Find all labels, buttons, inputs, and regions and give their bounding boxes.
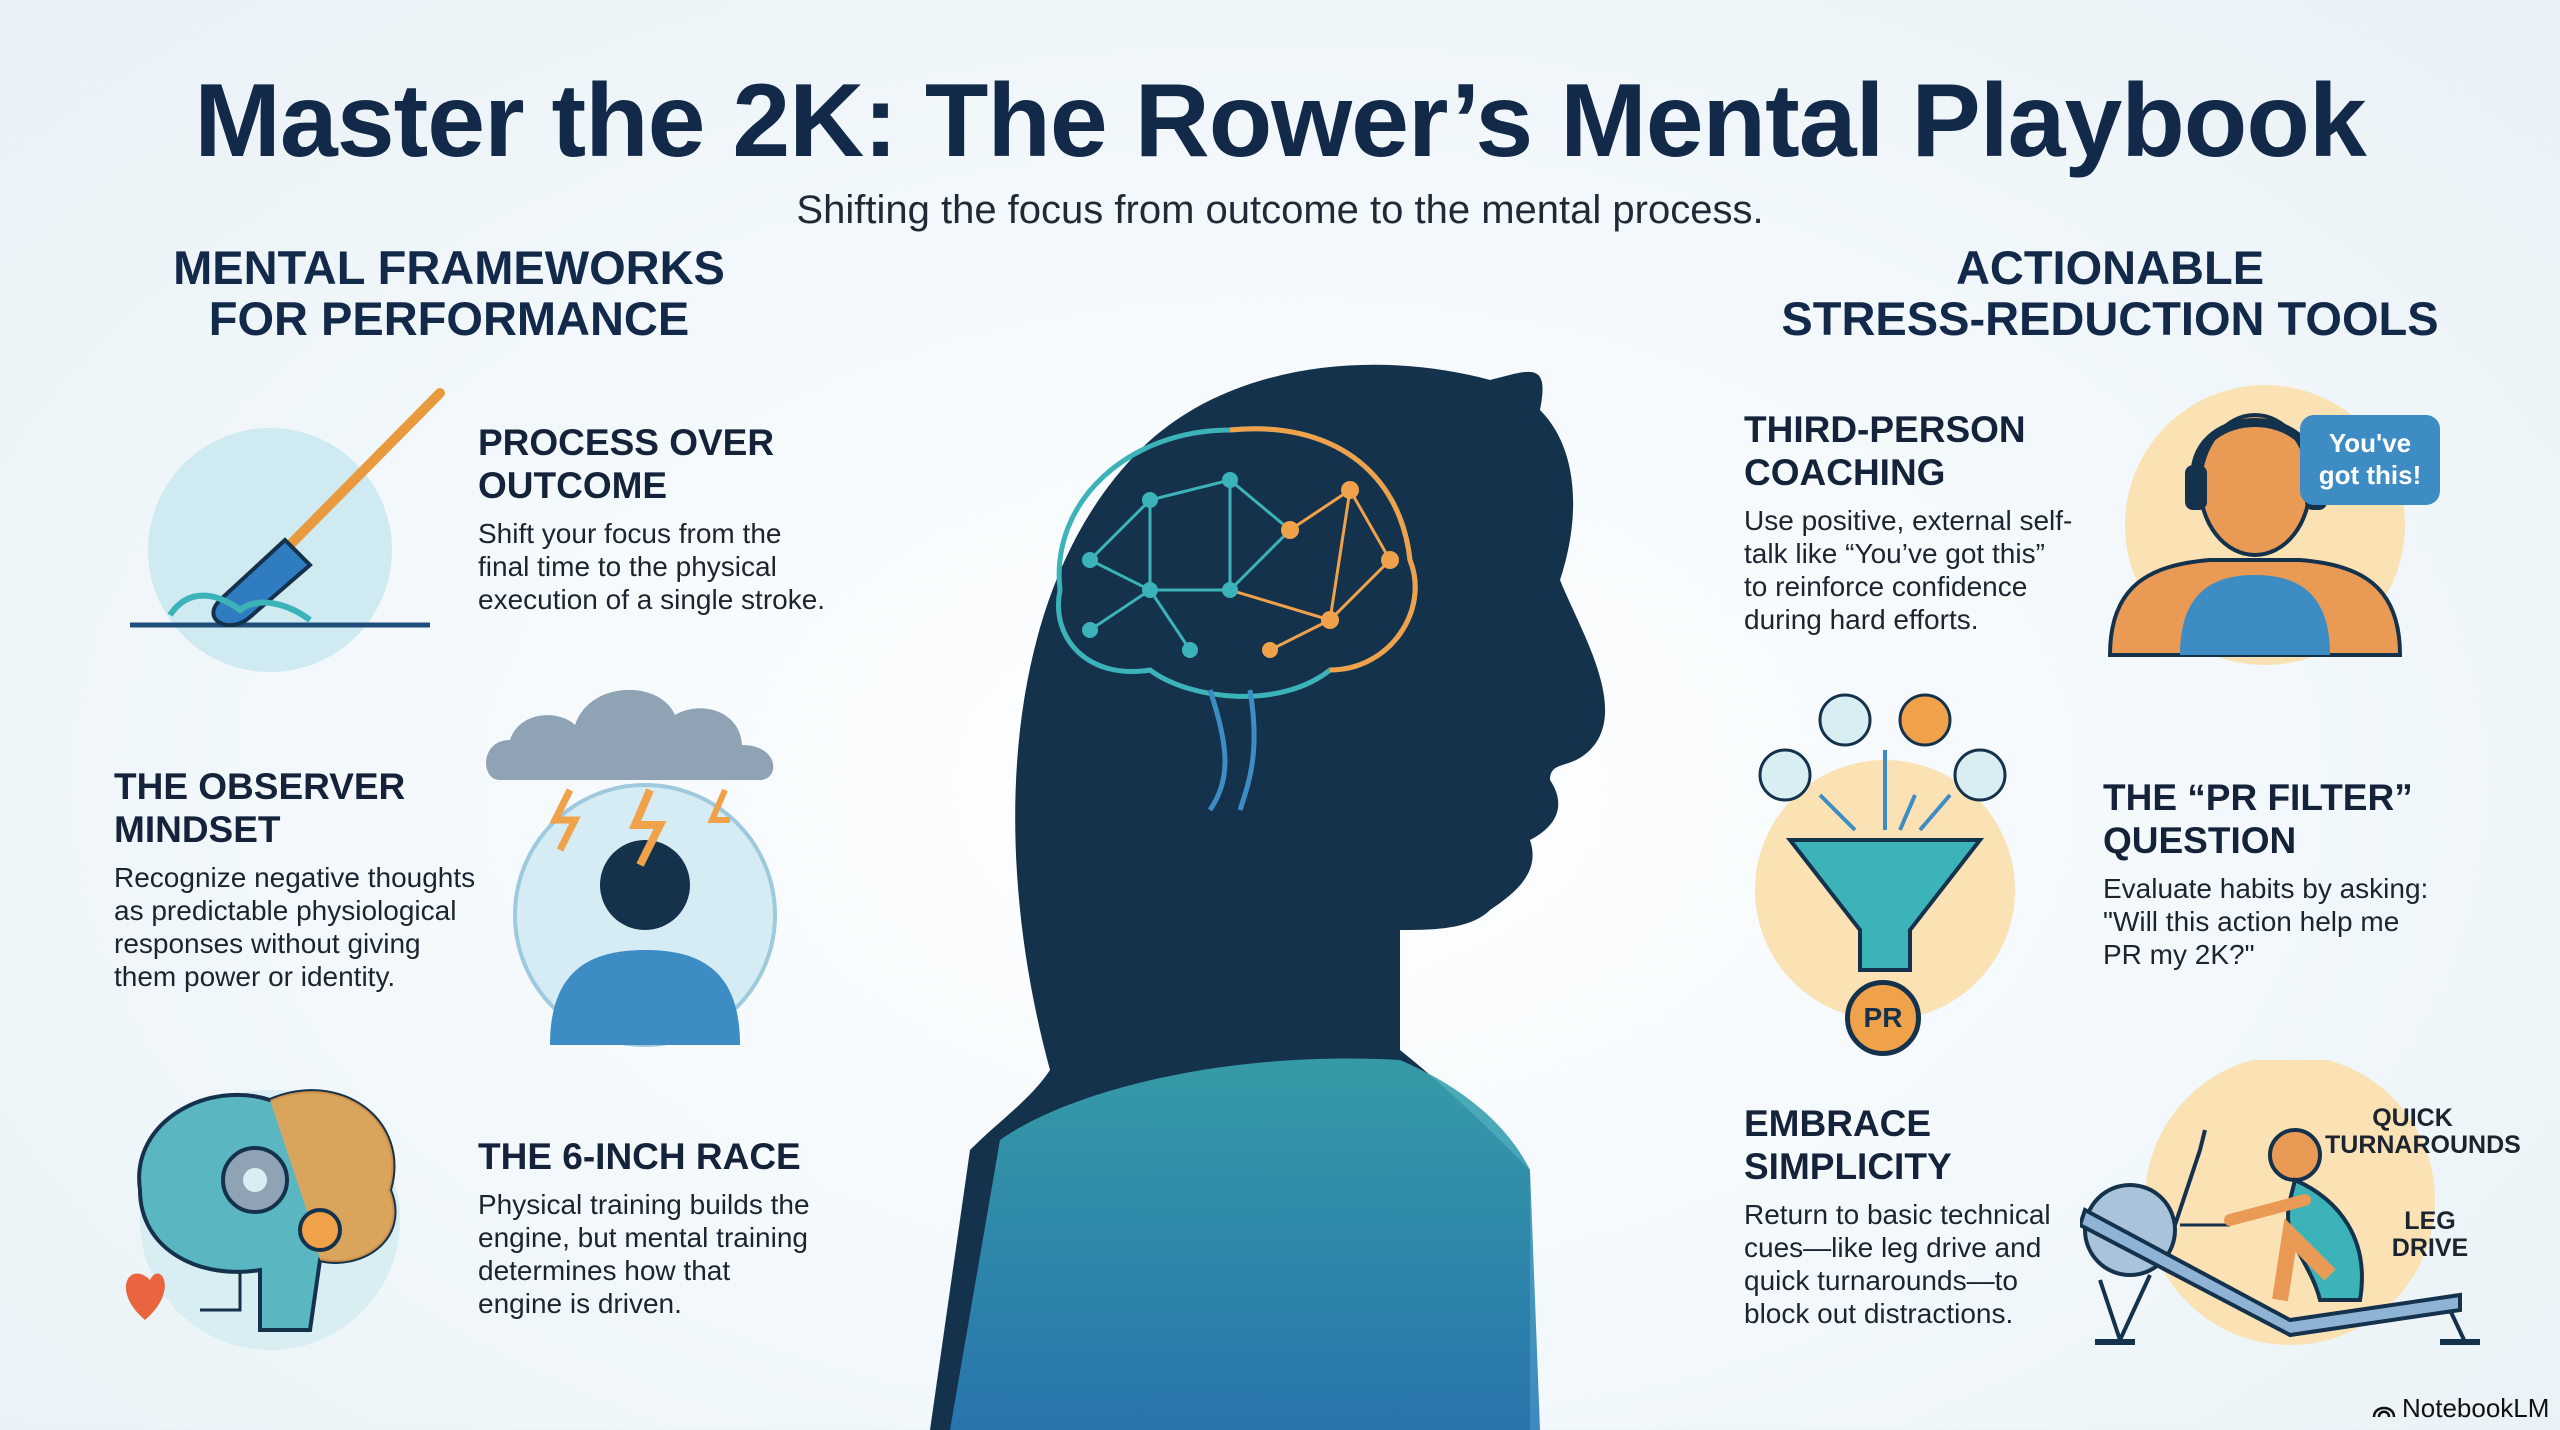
- body-line: talk like “You’ve got this”: [1744, 538, 2045, 569]
- title-line: PROCESS OVER: [478, 422, 775, 463]
- title-line: THE OBSERVER: [114, 766, 406, 807]
- label-line: QUICK: [2372, 1104, 2453, 1132]
- left-heading-line2: FOR PERFORMANCE: [208, 292, 690, 345]
- label-line: LEG: [2404, 1207, 2456, 1235]
- storm-cloud-bubble-icon: [486, 689, 777, 1047]
- body-line: Return to basic technical: [1744, 1199, 2051, 1230]
- title-line: OUTCOME: [478, 465, 668, 506]
- label-line: DRIVE: [2391, 1234, 2469, 1262]
- label-quick-turnarounds: QUICK TURNAROUNDS: [2325, 1104, 2521, 1159]
- body-line: determines how that: [478, 1255, 731, 1286]
- bubble-line: got this!: [2318, 460, 2422, 490]
- body-line: quick turnarounds—to: [1744, 1265, 2018, 1296]
- notebooklm-brand: NotebookLM: [2372, 1393, 2549, 1424]
- section-body: Use positive, external self-talk like “Y…: [1744, 504, 2144, 636]
- body-line: Shift your focus from the: [478, 518, 782, 549]
- body-line: cues—like leg drive and: [1744, 1232, 2042, 1263]
- athlete-headphones-icon: You've got this!: [2100, 385, 2440, 665]
- title-line: THE “PR FILTER”: [2103, 777, 2413, 818]
- oar-splash-icon: [130, 388, 445, 672]
- body-line: Recognize negative thoughts: [114, 862, 476, 893]
- title-line: SIMPLICITY: [1744, 1146, 1952, 1187]
- body-line: Physical training builds the: [478, 1189, 810, 1220]
- shoulders: [950, 1058, 1540, 1430]
- section-title: THE “PR FILTER”QUESTION: [2103, 776, 2503, 862]
- brand-label: NotebookLM: [2402, 1393, 2550, 1423]
- body-line: engine is driven.: [478, 1288, 682, 1319]
- body-line: as predictable physiological: [114, 895, 457, 926]
- head-silhouette-illustration: [930, 364, 1606, 1430]
- body-line: them power or identity.: [114, 961, 396, 992]
- label-line: TURNAROUNDS: [2325, 1131, 2521, 1159]
- brain-network-icon: [1056, 426, 1418, 812]
- right-column-heading: ACTIONABLE STRESS-REDUCTION TOOLS: [1760, 242, 2460, 344]
- body-line: block out distractions.: [1744, 1298, 2014, 1329]
- left-heading-line1: MENTAL FRAMEWORKS: [173, 241, 725, 294]
- label-leg-drive: LEG DRIVE: [2385, 1208, 2475, 1262]
- page-title: Master the 2K: The Rower’s Mental Playbo…: [194, 63, 2366, 179]
- right-heading-line2: STRESS-REDUCTION TOOLS: [1781, 292, 2439, 345]
- body-line: responses without giving: [114, 928, 421, 959]
- right-heading-line1: ACTIONABLE: [1955, 241, 2265, 294]
- title-line: MINDSET: [114, 809, 281, 850]
- rowing-machine-icon: QUICK TURNAROUNDS LEG DRIVE: [2080, 1060, 2521, 1360]
- rower-illustration: [2080, 1060, 2480, 1345]
- body-line: Use positive, external self-: [1744, 505, 2073, 536]
- title-line: THIRD-PERSON: [1744, 409, 2026, 450]
- body-line: "Will this action help me: [2103, 906, 2400, 937]
- bubble-line: You've: [2328, 428, 2412, 458]
- body-line: execution of a single stroke.: [478, 584, 826, 615]
- title-line: THE 6-INCH RACE: [478, 1136, 801, 1177]
- body-line: Evaluate habits by asking:: [2103, 873, 2429, 904]
- body-line: to reinforce confidence: [1744, 571, 2028, 602]
- pr-filter-funnel-icon: PR: [1750, 690, 2030, 1070]
- section-title: THE 6-INCH RACE: [478, 1135, 878, 1178]
- page-subtitle: Shifting the focus from outcome to the m…: [796, 188, 1764, 232]
- title-line: COACHING: [1744, 452, 1946, 493]
- title-line: QUESTION: [2103, 820, 2297, 861]
- body-line: during hard efforts.: [1744, 604, 1979, 635]
- section-body: Evaluate habits by asking:"Will this act…: [2103, 872, 2503, 971]
- speech-bubble: You've got this!: [2300, 415, 2440, 505]
- funnel-illustration: [1755, 693, 2015, 1020]
- body-line: final time to the physical: [478, 551, 777, 582]
- body-line: PR my 2K?": [2103, 939, 2255, 970]
- left-column-heading: MENTAL FRAMEWORKS FOR PERFORMANCE: [149, 242, 749, 344]
- body-line: engine, but mental training: [478, 1222, 808, 1253]
- section-pr-filter-question: THE “PR FILTER”QUESTION Evaluate habits …: [2103, 776, 2503, 971]
- brain-gears-heart-icon: [125, 1089, 400, 1350]
- pr-badge: PR: [1845, 980, 1921, 1056]
- section-six-inch-race: THE 6-INCH RACE Physical training builds…: [478, 1135, 878, 1320]
- title-line: EMBRACE: [1744, 1103, 1932, 1144]
- notebooklm-logo-icon: [2372, 1406, 2396, 1417]
